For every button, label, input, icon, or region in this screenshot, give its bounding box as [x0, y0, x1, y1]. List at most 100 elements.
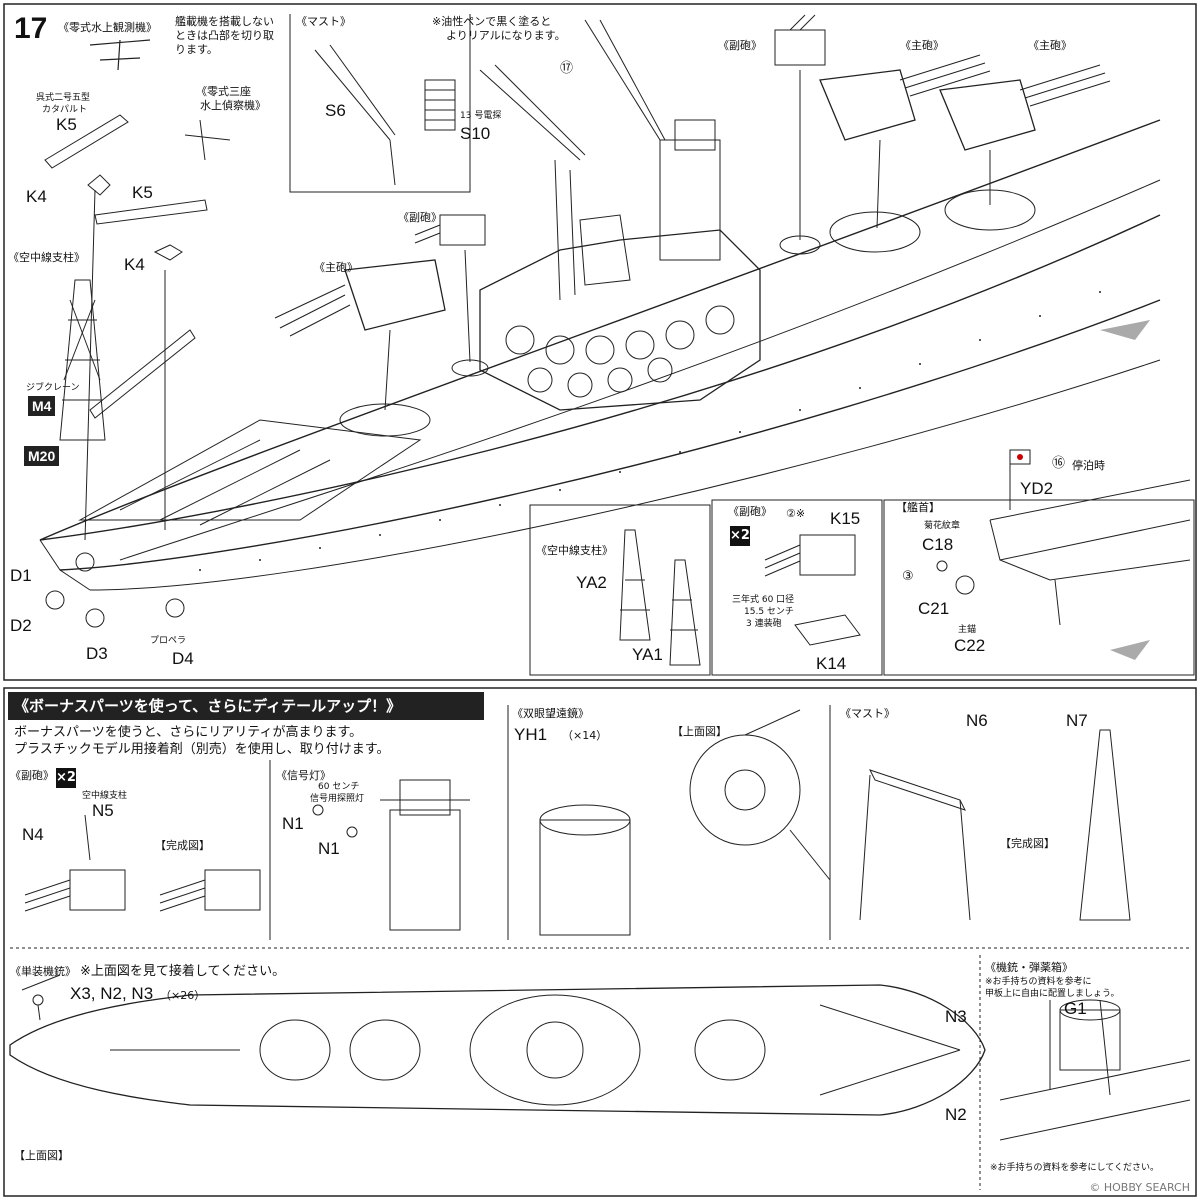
watermark: © HOBBY SEARCH: [1089, 1181, 1190, 1194]
mast-inset-box: [289, 14, 471, 193]
part-s10: S10: [460, 124, 491, 143]
mg-note-line1: ※お手持ちの資料を参考に: [985, 977, 1092, 987]
bonus-masts: [859, 729, 1131, 921]
floatplane-and-catapult: [44, 39, 231, 261]
catapult-line2: カタパルト: [42, 105, 88, 115]
part-d2: D2: [10, 616, 32, 635]
secondary-gun-inset: [711, 499, 883, 676]
part-n1-a: N1: [282, 814, 304, 833]
label-top-view-1: 【上面図】: [672, 725, 727, 738]
label-single-mg: 《単装機銃》: [10, 965, 76, 978]
step-number: 17: [14, 12, 48, 45]
bonus-secondary-gun: [24, 814, 261, 912]
signal-note-line1: 60 センチ: [318, 782, 360, 792]
label-jib-crane: ジブクレーン: [26, 383, 80, 393]
part-k5-a: K5: [56, 115, 77, 134]
part-m4: M4: [28, 396, 56, 416]
callout-3: ③: [902, 569, 914, 584]
label-bonus-mast: 《マスト》: [840, 707, 895, 720]
part-s6: S6: [325, 101, 346, 120]
part-x3-n2-n3: X3, N2, N3: [70, 984, 154, 1003]
turret-socket-2: [829, 211, 921, 253]
signal-note-line2: 信号用探照灯: [310, 794, 365, 804]
recon-plane-line1: 《零式三座: [196, 85, 251, 98]
callout-17: ⑰: [560, 61, 574, 76]
label-completed-1: 【完成図】: [155, 839, 210, 852]
part-k15: K15: [830, 509, 861, 528]
gun-note-line2: 15.5 センチ: [744, 607, 794, 617]
bow-inset: [883, 499, 1195, 676]
part-m20: M20: [24, 446, 60, 466]
antenna-pole-tower: [59, 279, 196, 441]
part-d3: D3: [86, 644, 108, 663]
bottom-frame: [3, 687, 1197, 1197]
part-k4-b: K4: [124, 255, 145, 274]
part-yh1: YH1: [514, 725, 548, 744]
label-secondary-gun-3: 《副砲》: [728, 505, 772, 518]
part-n4: N4: [22, 825, 44, 844]
part-d1: D1: [10, 566, 32, 585]
label-anchored: 停泊時: [1072, 459, 1105, 472]
radar-s10: [424, 79, 456, 131]
secondary-gun-k15: [764, 534, 861, 646]
part-k5-b: K5: [132, 183, 153, 202]
paint-note-line1: ※油性ペンで黒く塗ると: [432, 15, 552, 28]
foremast: [479, 19, 666, 161]
main-turret-rear: [274, 259, 446, 337]
cut-note-line1: 艦載機を搭載しない: [175, 15, 274, 28]
label-secondary-gun-2: 《副砲》: [398, 211, 442, 224]
quantity-badge-bottom: ×2: [56, 768, 76, 788]
label-mast: 《マスト》: [296, 15, 351, 28]
label-signal-light: 《信号灯》: [276, 769, 331, 782]
label-secondary-gun-1: 《副砲》: [718, 39, 762, 52]
label-main-gun-3: 《主砲》: [314, 261, 358, 274]
yh1-quantity: （×14）: [562, 729, 608, 742]
callout-2: ②※: [786, 507, 806, 520]
part-ya2: YA2: [576, 573, 607, 592]
sec-socket-2: [451, 359, 489, 377]
part-c21: C21: [918, 599, 950, 618]
superstructure: [479, 119, 761, 411]
mast-s6: [314, 44, 396, 186]
part-ya1: YA1: [632, 645, 663, 664]
callout-16: ⑯: [1052, 456, 1066, 471]
label-top-view-2: 【上面図】: [14, 1149, 69, 1162]
assembly-guide-lines: [84, 70, 991, 541]
label-bonus-secondary-gun: 《副砲》: [10, 769, 54, 782]
main-turret-front-2: [939, 64, 1111, 151]
part-d4: D4: [172, 649, 194, 668]
mg-quantity: （×26）: [160, 989, 206, 1002]
label-main-anchor: 主錨: [958, 625, 977, 635]
label-propeller: プロペラ: [150, 636, 187, 646]
part-n5: N5: [92, 801, 114, 820]
part-k4-a: K4: [26, 187, 47, 206]
bow-detail: [936, 449, 1191, 660]
propellers: [45, 552, 185, 628]
paint-note-line2: よりリアルになります。: [446, 29, 566, 42]
single-mg-icon: [21, 974, 61, 1021]
label-main-gun-1: 《主砲》: [900, 39, 944, 52]
label-antenna-pole-2: 《空中線支柱》: [536, 544, 613, 557]
binocular-tower: [539, 709, 831, 936]
part-k14: K14: [816, 654, 847, 673]
cut-note-line3: ります。: [175, 43, 218, 56]
label-mg-ammo: 《機銃・弾薬箱》: [985, 961, 1073, 974]
single-mg-note: ※上面図を見て接着してください。: [80, 964, 286, 979]
ship-hull: [39, 119, 1161, 591]
part-n1-b: N1: [318, 839, 340, 858]
label-main-gun-2: 《主砲》: [1028, 39, 1072, 52]
recon-plane-line2: 水上偵察機》: [200, 99, 266, 112]
label-binoculars: 《双眼望遠鏡》: [512, 707, 589, 720]
top-frame: [3, 3, 1197, 681]
part-c22: C22: [954, 636, 986, 655]
part-g1: G1: [1064, 999, 1087, 1018]
gun-note-line1: 三年式 60 口径: [732, 595, 795, 605]
bottom-note: ※お手持ちの資料を参考にしてください。: [990, 1163, 1160, 1173]
cut-note-line2: ときは凸部を切り取: [175, 29, 274, 42]
signal-light-tower: [312, 779, 470, 931]
antenna-inset: [529, 504, 711, 676]
s10-note: 13 号電探: [460, 111, 502, 121]
label-completed-2: 【完成図】: [1000, 837, 1055, 850]
label-zero-observation-plane: 《零式水上観測機》: [58, 21, 157, 34]
